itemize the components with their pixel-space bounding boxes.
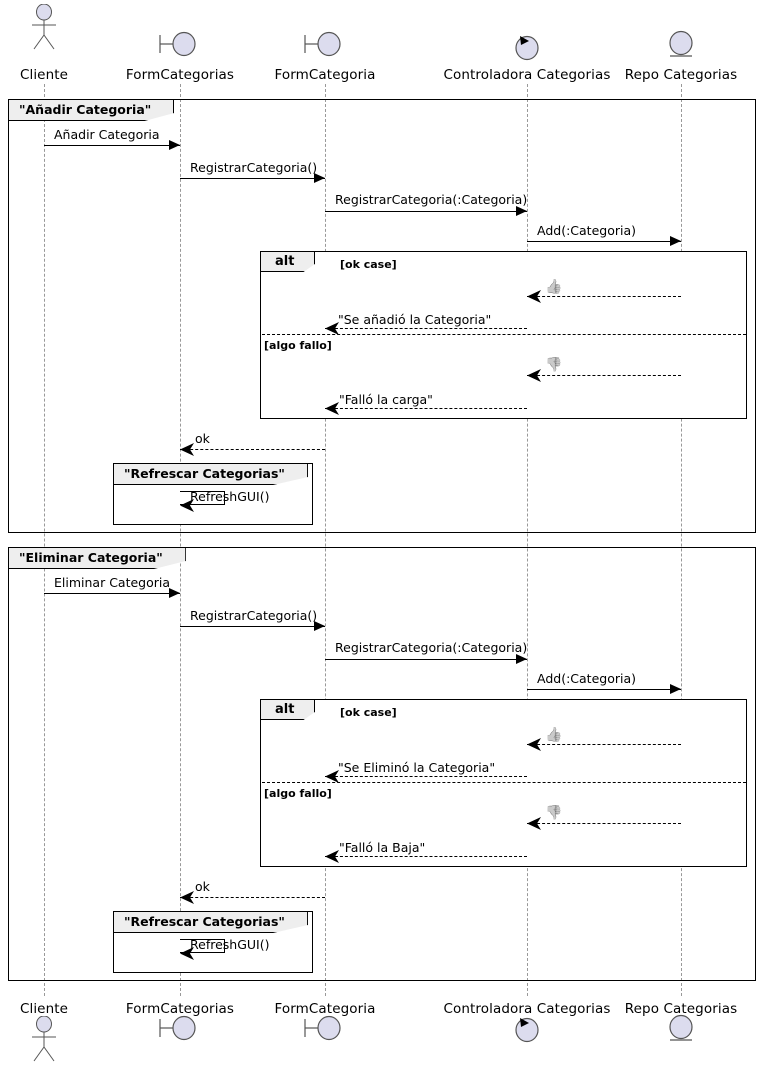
message-line-m6 [325,328,527,329]
boundary-icon [303,29,347,59]
thumbs-up-icon: 👍 [545,279,563,295]
control-icon [512,29,542,61]
self-1 [180,491,225,505]
message-line-m10 [44,593,180,594]
message-line-m11 [180,626,325,627]
participant-label-cliente: Cliente [19,67,69,83]
lifeline-formcats [180,84,181,996]
participant-label-formcat: FormCategoria [274,67,376,83]
arrowhead-m4 [670,236,681,246]
lifeline-formcat [325,84,326,996]
alt-eliminar-label: alt [261,700,316,720]
arrowhead-m1 [169,140,180,150]
actor-icon-bottom [27,1015,61,1062]
message-line-m7 [527,375,681,376]
arrowhead-m12 [516,654,527,664]
message-label-m17: "Falló la Baja" [339,840,426,855]
message-line-m14 [527,744,681,745]
alt-anadir-guard-fail: [algo fallo] [264,339,332,352]
refrescar-1: "Refrescar Categorias" [113,463,313,525]
actor-icon [27,3,61,50]
message-line-m9 [180,449,325,450]
entity-icon-bottom [666,1013,696,1047]
message-label-m10: Eliminar Categoria [54,575,171,590]
arrowhead-m10 [169,588,180,598]
participant-label-cliente-bottom: Cliente [19,1001,69,1017]
boundary-icon [158,29,202,59]
self-call-label-self-1: RefreshGUI() [190,489,270,504]
alt-eliminar-guard-ok: [ok case] [340,706,397,719]
message-label-m8: "Falló la carga" [339,392,433,407]
arrowhead-m13 [670,684,681,694]
lifeline-cliente [44,84,45,996]
message-label-m9: ok [195,431,210,446]
group-eliminar: "Eliminar Categoria" [8,547,756,981]
message-label-m6: "Se añadió la Categoria" [338,312,492,327]
arrowhead-m11 [314,621,325,631]
alt-anadir-label: alt [261,252,316,272]
message-line-m2 [180,178,325,179]
message-line-m17 [325,856,527,857]
alt-anadir-guard-ok: [ok case] [340,258,397,271]
thumbs-down-icon: 👎 [545,805,563,821]
participant-label-controladora: Controladora Categorias [443,67,611,83]
message-line-m3 [325,211,527,212]
thumbs-up-icon: 👍 [545,727,563,743]
boundary-icon-bottom [158,1013,202,1043]
arrowhead-m3 [516,206,527,216]
message-label-m12: RegistrarCategoria(:Categoria) [335,640,528,655]
message-label-m3: RegistrarCategoria(:Categoria) [335,192,528,207]
entity-icon [666,29,696,63]
message-label-m1: Añadir Categoria [54,127,160,142]
participant-label-formcat-bottom: FormCategoria [274,1001,376,1017]
refrescar-2-label: "Refrescar Categorias" [114,912,308,933]
alt-eliminar-divider [261,782,746,783]
message-label-m15: "Se Eliminó la Categoria" [338,760,496,775]
self-2 [180,939,225,953]
refrescar-2: "Refrescar Categorias" [113,911,313,973]
boundary-icon-bottom [303,1013,347,1043]
participant-label-repo: Repo Categorias [624,67,738,83]
participant-label-repo-bottom: Repo Categorias [624,1001,738,1017]
lifeline-repo [681,84,682,996]
alt-eliminar: alt [260,699,747,867]
message-label-m18: ok [195,879,210,894]
group-anadir-label: "Añadir Categoria" [9,100,175,121]
message-line-m5 [527,296,681,297]
message-line-m15 [325,776,527,777]
alt-eliminar-guard-fail: [algo fallo] [264,787,332,800]
message-line-m12 [325,659,527,660]
message-line-m4 [527,241,681,242]
control-icon-bottom [512,1011,542,1043]
participant-label-formcats: FormCategorias [125,67,235,83]
thumbs-down-icon: 👎 [545,357,563,373]
alt-anadir-divider [261,334,746,335]
message-line-m13 [527,689,681,690]
refrescar-1-label: "Refrescar Categorias" [114,464,308,485]
arrowhead-m2 [314,173,325,183]
message-label-m13: Add(:Categoria) [537,671,636,686]
group-eliminar-label: "Eliminar Categoria" [9,548,186,569]
participant-label-formcats-bottom: FormCategorias [125,1001,235,1017]
message-line-m1 [44,145,180,146]
message-label-m11: RegistrarCategoria() [190,608,318,623]
message-line-m8 [325,408,527,409]
message-line-m16 [527,823,681,824]
group-anadir: "Añadir Categoria" [8,99,756,533]
message-line-m18 [180,897,325,898]
message-label-m2: RegistrarCategoria() [190,160,318,175]
lifeline-controladora [527,84,528,996]
message-label-m4: Add(:Categoria) [537,223,636,238]
self-call-label-self-2: RefreshGUI() [190,937,270,952]
alt-anadir: alt [260,251,747,419]
participant-label-controladora-bottom: Controladora Categorias [443,1001,611,1017]
